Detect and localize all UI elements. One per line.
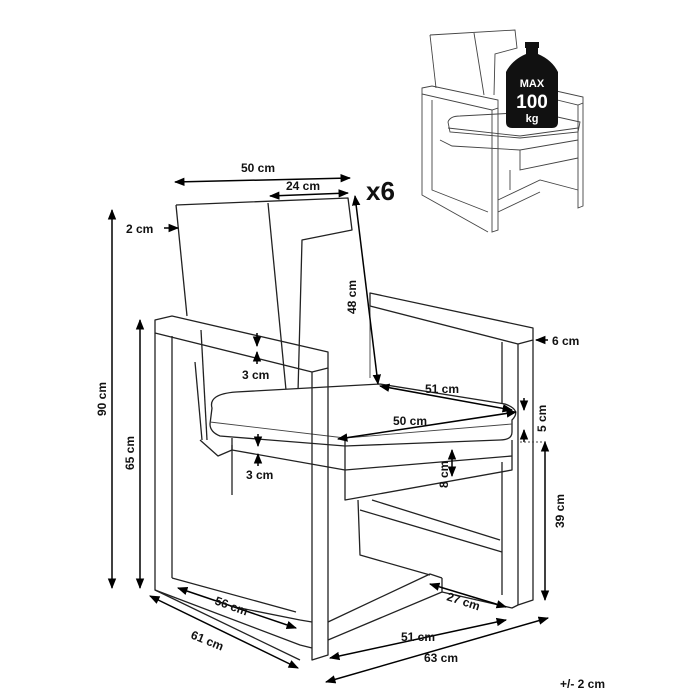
dim-line-outer-depth <box>149 595 299 669</box>
label-outer-depth: 61 cm <box>189 628 226 654</box>
multiplier: x6 <box>366 176 395 206</box>
label-inner-width: 27 cm <box>445 590 482 614</box>
right-armrest <box>357 292 534 606</box>
dim-line-seat-depth <box>378 383 514 413</box>
label-seat-depth: 51 cm <box>425 382 459 396</box>
label-seat-height: 39 cm <box>553 494 567 528</box>
badge-line2: 100 <box>516 92 548 113</box>
label-cushion-thickness: 5 cm <box>535 405 549 432</box>
label-backrest-width: 24 cm <box>286 179 320 193</box>
dim-line-backrest-height <box>351 194 382 386</box>
chair-main <box>154 197 534 661</box>
label-total-height: 90 cm <box>95 382 109 416</box>
dim-line-cushion-width <box>336 409 518 442</box>
label-seat-rail: 8 cm <box>437 461 451 488</box>
dim-line-seat-width-top <box>173 174 352 186</box>
label-seat-width-top: 50 cm <box>241 161 275 175</box>
label-seat-gap: 3 cm <box>246 468 273 482</box>
dim-line-outer-width <box>324 616 550 684</box>
label-armrest-height: 65 cm <box>123 436 137 470</box>
label-armrest-gap: 3 cm <box>242 368 269 382</box>
badge-line3: kg <box>526 113 539 125</box>
label-base-width: 51 cm <box>401 630 435 644</box>
dim-line-inner-width <box>428 582 508 609</box>
label-outer-width: 63 cm <box>424 651 458 665</box>
dimension-lines <box>107 174 550 684</box>
label-armrest-depth: 6 cm <box>552 334 579 348</box>
label-backrest-height: 48 cm <box>345 280 359 314</box>
badge-line1: MAX <box>520 78 545 90</box>
chair-thumbnail <box>421 29 584 233</box>
label-cushion-width: 50 cm <box>393 414 427 428</box>
tolerance-note: +/- 2 cm <box>560 677 605 691</box>
dim-line-backrest-width <box>268 189 350 200</box>
max-load-badge: MAX 100 kg <box>506 42 558 128</box>
label-frame-thickness: 2 cm <box>126 222 153 236</box>
